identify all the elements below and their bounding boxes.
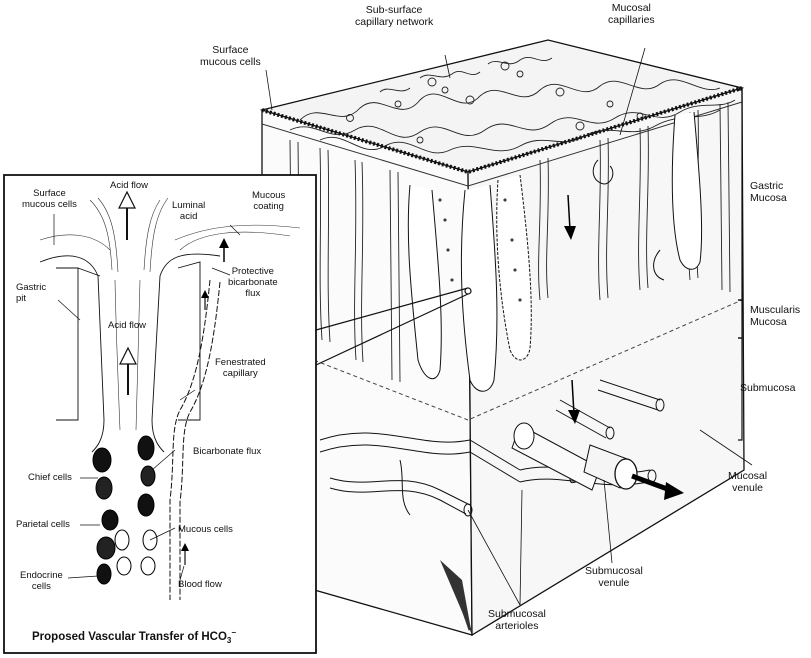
label-submucosa: Submucosa xyxy=(740,382,796,394)
inset-label-acid-flow-top: Acid flow xyxy=(110,180,149,191)
venous-outflow-arrowhead xyxy=(664,482,684,500)
inset-frame xyxy=(3,174,317,654)
gland-base-cells xyxy=(92,435,158,585)
inset-leader-lines xyxy=(53,214,241,581)
inset-label-mucous-cells: Mucous cells xyxy=(178,524,233,535)
inset-label-blood-flow: Blood flow xyxy=(178,579,222,590)
inset-label-chief-cells: Chief cells xyxy=(28,472,72,483)
fenestrated-capillary xyxy=(169,279,211,600)
zoom-callout xyxy=(315,287,472,366)
muscularis-layer-line xyxy=(261,299,743,421)
inset-label-acid-flow-mid: Acid flow xyxy=(108,320,147,331)
gastric-pit-right-wall xyxy=(151,253,221,453)
mucosal-vessels xyxy=(289,101,731,383)
inset-panel xyxy=(3,174,317,654)
gastric-glands xyxy=(407,111,703,392)
inset-caption: Proposed Vascular Transfer of HCO3− xyxy=(32,628,237,646)
block-right-face xyxy=(467,87,745,637)
mucosal-venule-tube xyxy=(511,422,638,491)
gastric-pit-left-wall xyxy=(39,255,105,453)
inset-label-parietal-cells: Parietal cells xyxy=(16,519,70,530)
inset-label-bicarbonate-flux: Bicarbonate flux xyxy=(193,446,262,457)
internal-flow-arrows xyxy=(564,194,580,424)
venous-outflow-arrow xyxy=(631,473,671,493)
layer-bracket xyxy=(738,89,743,441)
inset-arrows xyxy=(118,190,229,565)
tissue-block xyxy=(259,39,745,637)
leader-lines xyxy=(265,47,753,606)
subsurface-capillary-network xyxy=(289,56,736,154)
